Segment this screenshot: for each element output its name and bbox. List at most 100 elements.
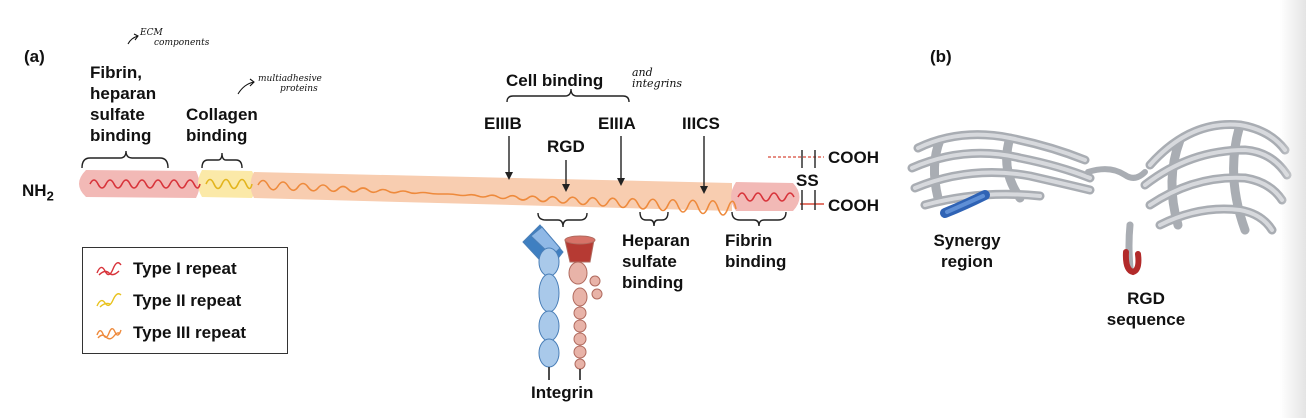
note-integrins-line1: and	[632, 66, 653, 79]
type2-band	[198, 170, 256, 198]
type1-repeat-icon	[96, 262, 122, 276]
beta-domain-6	[573, 345, 587, 359]
type1-c-terminal-band	[731, 182, 800, 211]
rgd-loop	[1122, 249, 1142, 276]
heparan-sulfate-line3: binding	[622, 273, 684, 292]
rgd-sequence-line1: RGD	[1127, 289, 1165, 308]
binding-braces	[81, 88, 787, 228]
beta-domain-1	[568, 261, 588, 285]
legend-row-type2: Type II repeat	[83, 289, 287, 313]
cell-binding-label: Cell binding	[506, 71, 604, 90]
nh2-label: NH2	[22, 180, 54, 206]
legend-label-type1: Type I repeat	[133, 259, 237, 278]
legend-label-type3: Type III repeat	[133, 323, 247, 342]
site-arrows	[505, 136, 708, 194]
type2-repeat-icon	[96, 293, 122, 308]
beta-domain-3	[573, 306, 587, 320]
collagen-binding-label: Collagen binding	[186, 104, 258, 146]
legend-row-type3: Type III repeat	[83, 321, 287, 345]
type3-squiggle	[257, 179, 737, 216]
note-multiadhesive-line2: proteins	[280, 84, 318, 94]
cooh-top-label: COOH	[828, 148, 879, 167]
synergy-region-label: Synergy region	[926, 230, 1008, 272]
panel-b-label: (b)	[930, 47, 952, 66]
disulfide-bond	[768, 150, 824, 210]
hand-arrow-multiadhesive-head	[249, 78, 255, 87]
brace-collagen	[201, 152, 243, 169]
repeat-legend: Type I repeat Type II repeat Type III re…	[82, 247, 288, 354]
beta-domain-4	[573, 319, 587, 333]
beta-domain-side-2	[591, 288, 603, 300]
note-multiadhesive-line1: multiadhesive	[258, 74, 322, 84]
synergy-region-line2: region	[941, 252, 993, 271]
collagen-binding-line2: binding	[186, 126, 248, 145]
type2-squiggle	[205, 178, 253, 190]
fibrin-binding-line2: binding	[725, 252, 787, 271]
beta-domain-2	[572, 287, 588, 307]
arrow-eiiib-head	[505, 172, 513, 180]
panel-a-label: (a)	[24, 47, 45, 66]
ribbon-structure	[907, 120, 1292, 276]
beta-head-top	[564, 235, 596, 245]
fibrin-heparan-label: Fibrin, heparan sulfate binding	[90, 62, 156, 146]
alpha-domain-1	[538, 247, 560, 277]
note-ecm: ECM components	[140, 28, 209, 48]
fibrin-heparan-line4: binding	[90, 126, 152, 145]
nh2-subscript: 2	[46, 188, 54, 204]
hand-arrow-ecm	[127, 35, 139, 45]
fibronectin-chain	[79, 170, 800, 216]
fibrin-binding-label: Fibrin binding	[725, 230, 786, 272]
iiics-label: IIICS	[682, 114, 720, 133]
arrow-rgd-head	[562, 184, 570, 192]
integrin-receptor	[522, 224, 603, 380]
integrin-beta-subunit	[564, 235, 603, 370]
brace-cell-binding	[506, 88, 630, 103]
beta-domain-7	[574, 358, 586, 370]
note-ecm-line1: ECM	[140, 28, 163, 38]
nh2-text: NH	[22, 181, 47, 200]
heparan-sulfate-line2: sulfate	[622, 252, 677, 271]
rgd-sequence-line2: sequence	[1106, 310, 1186, 329]
heparan-sulfate-label: Heparan sulfate binding	[622, 230, 690, 293]
arrow-iiics-head	[700, 186, 708, 194]
rgd-sequence-label: RGD sequence	[1100, 288, 1192, 330]
alpha-domain-3	[538, 310, 560, 342]
eiiia-label: EIIIA	[598, 114, 636, 133]
integrin-label: Integrin	[531, 383, 594, 402]
collagen-binding-line1: Collagen	[186, 105, 258, 124]
fibrin-heparan-line2: heparan	[90, 84, 157, 103]
type1-squiggle-n	[89, 179, 201, 189]
integrin-alpha-subunit	[522, 224, 564, 368]
hand-arrow-ecm-head	[133, 33, 139, 41]
note-multiadhesive: multiadhesive proteins	[258, 74, 322, 94]
type3-band	[250, 172, 732, 211]
fibrin-heparan-line3: sulfate	[90, 105, 145, 124]
ss-label: SS	[796, 171, 819, 190]
brace-fibrin-heparan	[81, 150, 169, 169]
page-edge-shadow	[1280, 0, 1306, 418]
fibrin-heparan-line1: Fibrin,	[90, 63, 142, 82]
brace-rgd-integrin	[537, 212, 588, 228]
heparan-sulfate-line1: Heparan	[622, 231, 691, 250]
type1-n-terminal-band	[79, 170, 200, 198]
brace-fibrin-c	[731, 211, 787, 227]
cooh-bottom-label: COOH	[828, 196, 879, 215]
arrow-eiiia-head	[617, 178, 625, 186]
rgd-label: RGD	[547, 137, 585, 156]
legend-row-type1: Type I repeat	[83, 257, 287, 281]
ribbon-linker	[1085, 166, 1148, 181]
ribbon-domain-right-highlight	[1143, 122, 1289, 232]
beta-domain-5	[573, 332, 587, 346]
note-ecm-line2: components	[154, 38, 210, 48]
fibrin-binding-line1: Fibrin	[725, 231, 773, 250]
type3-repeat-icon	[96, 328, 122, 340]
alpha-domain-2	[538, 273, 560, 313]
synergy-strand-highlight	[945, 194, 985, 214]
hand-arrow-multiadhesive	[237, 81, 255, 95]
alpha-domain-4	[538, 338, 560, 368]
handwritten-arrows	[127, 33, 255, 95]
note-integrins-line2: integrins	[632, 77, 683, 90]
brace-heparan	[639, 211, 669, 227]
